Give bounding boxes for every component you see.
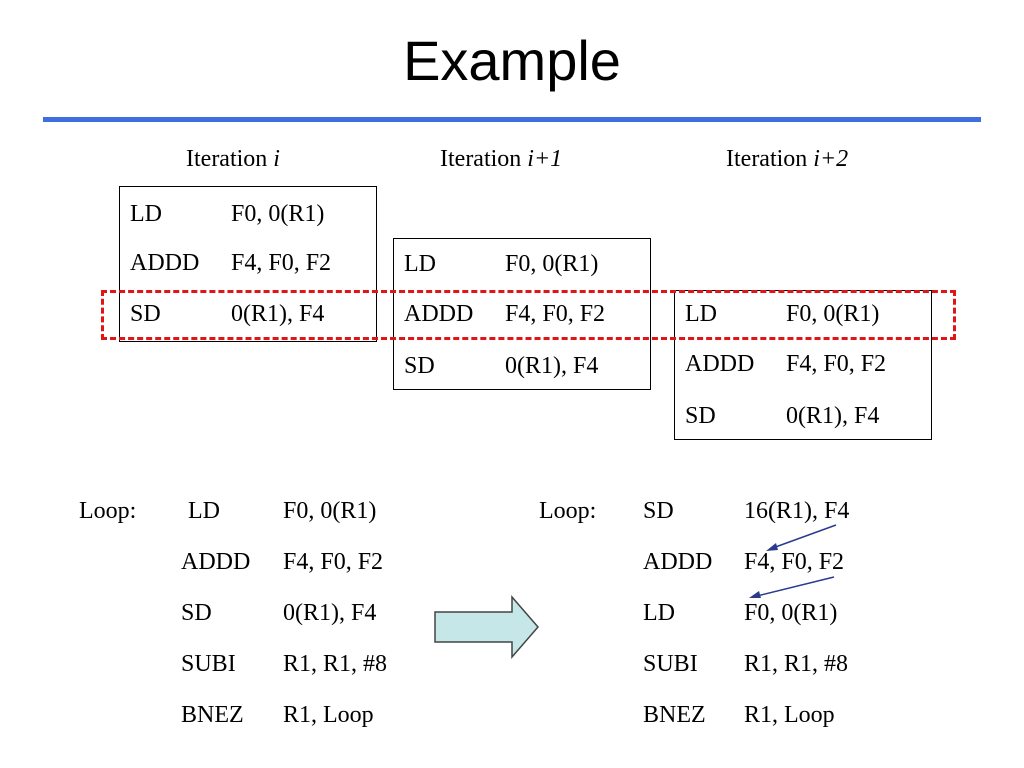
- operands: F4, F0, F2: [231, 250, 332, 276]
- loop-label: Loop:: [539, 498, 597, 524]
- operands: F4, F0, F2: [744, 549, 845, 575]
- operands: F0, 0(R1): [744, 600, 838, 626]
- steady-state-highlight: [101, 290, 956, 340]
- iteration-header-i: Iteration i: [186, 146, 280, 173]
- operands: F4, F0, F2: [283, 549, 384, 575]
- operands: F0, 0(R1): [231, 201, 325, 227]
- operands: 0(R1), F4: [505, 353, 599, 379]
- opcode: SD: [685, 403, 716, 429]
- opcode: LD: [685, 301, 717, 327]
- opcode: ADDD: [685, 351, 755, 377]
- operands: R1, Loop: [283, 702, 374, 728]
- slide-title: Example: [403, 29, 621, 92]
- opcode: SUBI: [643, 651, 698, 677]
- operands: R1, R1, #8: [283, 651, 388, 677]
- operands: F4, F0, F2: [786, 351, 887, 377]
- opcode: SUBI: [181, 651, 236, 677]
- operands: F4, F0, F2: [505, 301, 606, 327]
- iteration-header-prefix: Iteration: [726, 146, 814, 172]
- opcode: LD: [404, 251, 436, 277]
- opcode: SD: [404, 353, 435, 379]
- dependency-arrowhead-icon: [749, 591, 761, 598]
- opcode: LD: [130, 201, 162, 227]
- iteration-header-var: i+1: [527, 146, 563, 172]
- operands: F0, 0(R1): [283, 498, 377, 524]
- transform-arrow-icon: [434, 594, 539, 660]
- operands: F0, 0(R1): [505, 251, 599, 277]
- iteration-i-plus-1-box: LD F0, 0(R1) ADDD F4, F0, F2 SD 0(R1), F4: [393, 238, 651, 390]
- dependency-arrow-icon: [752, 576, 835, 598]
- opcode: BNEZ: [181, 702, 244, 728]
- iteration-i-plus-2-box: LD F0, 0(R1) ADDD F4, F0, F2 SD 0(R1), F4: [674, 290, 932, 440]
- opcode: ADDD: [130, 250, 200, 276]
- operands: 0(R1), F4: [283, 600, 377, 626]
- iteration-i-box: LD F0, 0(R1) ADDD F4, F0, F2 SD 0(R1), F4: [119, 186, 377, 342]
- operands: 0(R1), F4: [231, 301, 325, 327]
- iteration-header-i-plus-1: Iteration i+1: [440, 146, 562, 173]
- iteration-header-prefix: Iteration: [186, 146, 274, 172]
- operands: 0(R1), F4: [786, 403, 880, 429]
- title-underline: [43, 117, 981, 122]
- iteration-header-prefix: Iteration: [440, 146, 528, 172]
- dependency-arrow-icon: [769, 524, 837, 550]
- dependency-arrowhead-icon: [766, 543, 778, 551]
- iteration-header-var: i+2: [813, 146, 849, 172]
- operands: F0, 0(R1): [786, 301, 880, 327]
- iteration-header-i-plus-2: Iteration i+2: [726, 146, 848, 173]
- opcode: ADDD: [181, 549, 251, 575]
- operands: R1, Loop: [744, 702, 835, 728]
- operands: 16(R1), F4: [744, 498, 850, 524]
- opcode: SD: [643, 498, 674, 524]
- opcode: LD: [188, 498, 220, 524]
- opcode: BNEZ: [643, 702, 706, 728]
- opcode: LD: [643, 600, 675, 626]
- opcode: ADDD: [404, 301, 474, 327]
- iteration-header-var: i: [273, 146, 280, 172]
- opcode: SD: [130, 301, 161, 327]
- opcode: ADDD: [643, 549, 713, 575]
- opcode: SD: [181, 600, 212, 626]
- loop-label: Loop:: [79, 498, 137, 524]
- operands: R1, R1, #8: [744, 651, 849, 677]
